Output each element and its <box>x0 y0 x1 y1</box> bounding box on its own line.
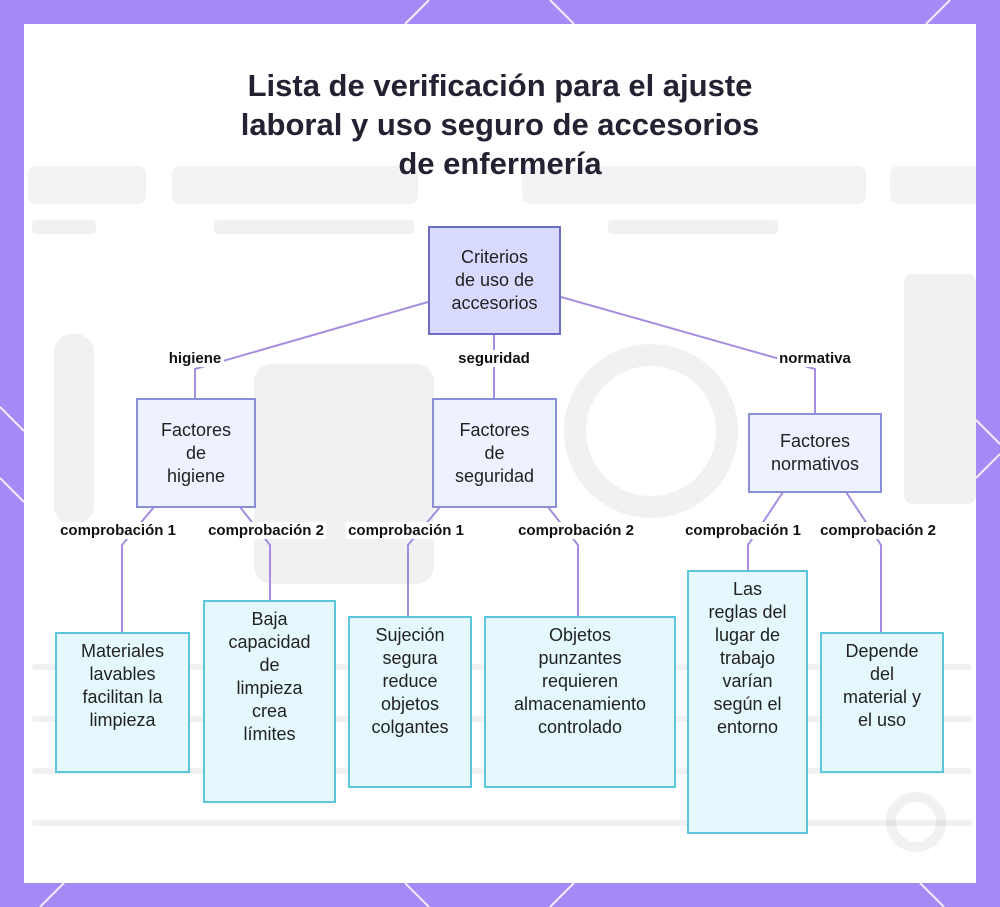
leaf-node-label: Depende del material y el uso <box>843 640 921 732</box>
safety-factors-label: Factores de seguridad <box>455 419 534 488</box>
leaf-node: Sujeción segura reduce objetos colgantes <box>348 616 472 788</box>
edge-label-hygiene-check-1: comprobación 1 <box>58 522 178 539</box>
hygiene-factors-node: Factores de higiene <box>136 398 256 508</box>
edge-label-regulatory-check-1: comprobación 1 <box>683 522 803 539</box>
edge-label-regulatory: normativa <box>777 350 853 367</box>
leaf-node-label: Sujeción segura reduce objetos colgantes <box>371 624 448 739</box>
leaf-node: Depende del material y el uso <box>820 632 944 773</box>
safety-factors-node: Factores de seguridad <box>432 398 557 508</box>
edge-label-hygiene-check-2: comprobación 2 <box>206 522 326 539</box>
edge-label-safety-check-1: comprobación 1 <box>346 522 466 539</box>
hygiene-factors-label: Factores de higiene <box>161 419 231 488</box>
leaf-node-label: Baja capacidad de limpieza crea límites <box>228 608 310 746</box>
leaf-node: Materiales lavables facilitan la limpiez… <box>55 632 190 773</box>
leaf-node-label: Materiales lavables facilitan la limpiez… <box>81 640 164 732</box>
edge-label-regulatory-check-2: comprobación 2 <box>818 522 938 539</box>
leaf-node-label: Objetos punzantes requieren almacenamien… <box>514 624 646 739</box>
regulatory-factors-node: Factores normativos <box>748 413 882 493</box>
regulatory-factors-label: Factores normativos <box>771 430 859 476</box>
root-node-label: Criterios de uso de accesorios <box>451 246 537 315</box>
edge-label-safety: seguridad <box>456 350 532 367</box>
root-node: Criterios de uso de accesorios <box>428 226 561 335</box>
leaf-node: Baja capacidad de limpieza crea límites <box>203 600 336 803</box>
edge-label-safety-check-2: comprobación 2 <box>516 522 636 539</box>
leaf-node-label: Las reglas del lugar de trabajo varían s… <box>708 578 786 739</box>
leaf-node: Las reglas del lugar de trabajo varían s… <box>687 570 808 834</box>
leaf-node: Objetos punzantes requieren almacenamien… <box>484 616 676 788</box>
edge-label-hygiene: higiene <box>167 350 224 367</box>
